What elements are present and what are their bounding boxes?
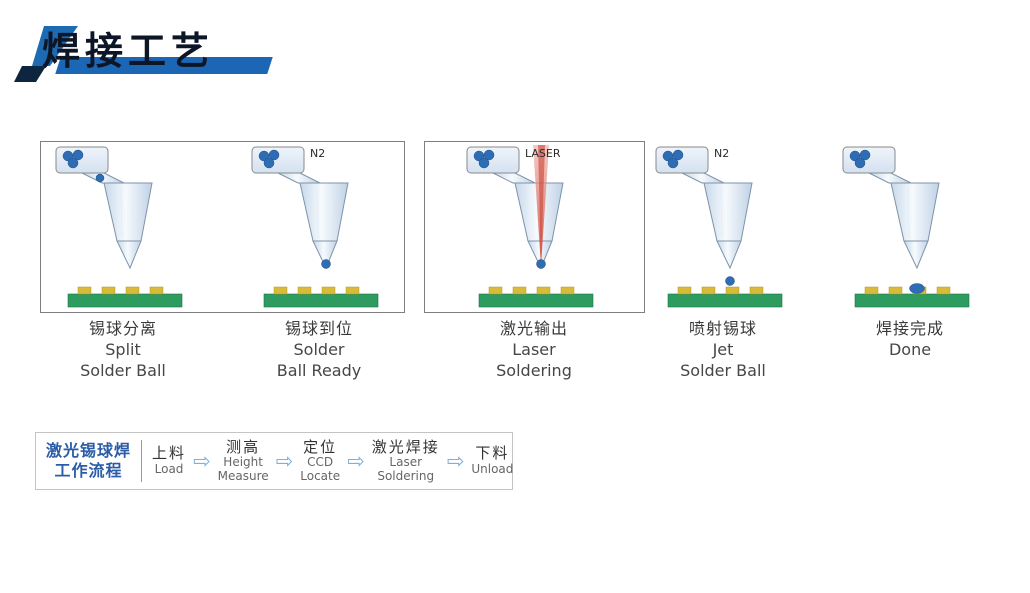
stage-label-en1: Done xyxy=(888,340,932,359)
solder-ball-icon xyxy=(95,173,105,183)
stage-label-en1: Jet xyxy=(712,340,734,359)
nozzle-highlight xyxy=(330,185,333,239)
flow-title-line2: 工作流程 xyxy=(54,461,123,480)
flow-step-en2: Soldering xyxy=(377,468,435,483)
solder-ball-reservoir-icon xyxy=(842,146,896,174)
page-title: 焊接工艺 xyxy=(42,29,215,73)
solder-ball-reservoir-icon xyxy=(251,146,305,174)
logo-icon xyxy=(14,26,78,82)
flow-step-en2: Locate xyxy=(300,468,341,483)
flow-step-cn: 激光焊接 xyxy=(371,437,440,456)
flow-step-en2: Measure xyxy=(217,468,269,483)
stage-5-diagram xyxy=(842,146,970,308)
pcb-board xyxy=(667,286,783,308)
nozzle-highlight xyxy=(734,185,737,239)
solder-ball-icon xyxy=(536,259,546,269)
solder-ball-icon xyxy=(725,276,735,286)
stage-2-diagram: N2 xyxy=(251,146,379,308)
pcb-board xyxy=(478,286,594,308)
stage-label-en1: Solder xyxy=(293,340,345,359)
stage-label-cn: 锡球分离 xyxy=(88,319,157,338)
gas-label: N2 xyxy=(310,147,325,160)
stage-label-cn: 激光输出 xyxy=(499,319,568,338)
stage-label-cn: 锡球到位 xyxy=(284,319,353,338)
flow-step-en1: CCD xyxy=(307,454,334,469)
pcb-board xyxy=(854,286,970,308)
nozzle-highlight xyxy=(907,185,910,239)
stage-label-en1: Laser xyxy=(512,340,556,359)
nozzle-highlight xyxy=(921,185,924,239)
flow-step-en1: Load xyxy=(154,461,184,476)
flow-step-cn: 测高 xyxy=(226,437,261,456)
stage-1-diagram xyxy=(55,146,183,308)
nozzle xyxy=(492,172,564,270)
laser-beam-core xyxy=(538,145,545,263)
stage-label-en2: Solder Ball xyxy=(80,361,166,380)
nozzle xyxy=(681,172,753,270)
flow-step-en1: Height xyxy=(223,454,263,469)
arrow-right-icon: ⇨ xyxy=(275,448,294,473)
arrow-right-icon: ⇨ xyxy=(347,448,365,473)
stage-3-diagram: LASER xyxy=(466,145,594,308)
nozzle xyxy=(81,172,153,270)
flow-step-unload: 下料 Unload xyxy=(471,445,513,476)
solder-ball-reservoir-icon xyxy=(55,146,109,174)
stage-1-label: 锡球分离 Split Solder Ball xyxy=(38,318,208,381)
gas-label: N2 xyxy=(714,147,729,160)
flow-title: 激光锡球焊 工作流程 xyxy=(46,441,131,481)
stage-label-en1: Split xyxy=(105,340,141,359)
stage-4-diagram: N2 xyxy=(655,146,783,308)
nozzle-highlight xyxy=(720,185,723,239)
laser-label: LASER xyxy=(525,147,561,160)
flow-step-cn: 上料 xyxy=(152,444,187,463)
process-flow-bar: 激光锡球焊 工作流程 上料 Load ⇨ 测高 Height Measure ⇨… xyxy=(35,432,513,490)
stage-label-en2: Solder Ball xyxy=(680,361,766,380)
nozzle-highlight xyxy=(316,185,319,239)
stage-label-en2: Soldering xyxy=(496,361,572,380)
flow-title-line1: 激光锡球焊 xyxy=(46,441,132,460)
flow-step-height-measure: 测高 Height Measure xyxy=(217,437,269,484)
nozzle-highlight xyxy=(134,185,137,239)
stage-label-cn: 焊接完成 xyxy=(875,319,944,338)
stage-3-label: 激光输出 Laser Soldering xyxy=(449,318,619,381)
flow-step-en1: Laser xyxy=(389,454,423,469)
flow-step-cn: 定位 xyxy=(303,437,338,456)
nozzle xyxy=(277,172,349,270)
pcb-board xyxy=(263,286,379,308)
solder-ball-reservoir-icon xyxy=(466,146,520,174)
stage-label-cn: 喷射锡球 xyxy=(688,319,757,338)
stage-2-label: 锡球到位 Solder Ball Ready xyxy=(234,318,404,381)
solder-ball-reservoir-icon xyxy=(655,146,709,174)
pcb-board xyxy=(67,286,183,308)
solder-ball-icon xyxy=(321,259,331,269)
flow-divider xyxy=(141,440,143,482)
flow-step-ccd-locate: 定位 CCD Locate xyxy=(300,437,341,484)
flow-step-en1: Unload xyxy=(471,461,514,476)
arrow-right-icon: ⇨ xyxy=(446,448,465,473)
flow-step-laser-soldering: 激光焊接 Laser Soldering xyxy=(371,437,440,484)
flow-step-cn: 下料 xyxy=(475,444,510,463)
solder-joint-icon xyxy=(909,283,925,294)
flow-step-load: 上料 Load xyxy=(152,445,186,476)
page-header: 焊接工艺 xyxy=(14,24,314,86)
stage-label-en2: Ball Ready xyxy=(276,361,362,380)
nozzle-highlight xyxy=(120,185,123,239)
nozzle xyxy=(868,172,940,270)
logo-base xyxy=(14,66,46,82)
stage-4-label: 喷射锡球 Jet Solder Ball xyxy=(638,318,808,381)
stage-5-label: 焊接完成 Done xyxy=(825,318,995,360)
arrow-right-icon: ⇨ xyxy=(193,448,211,473)
logo-slash xyxy=(32,26,78,66)
